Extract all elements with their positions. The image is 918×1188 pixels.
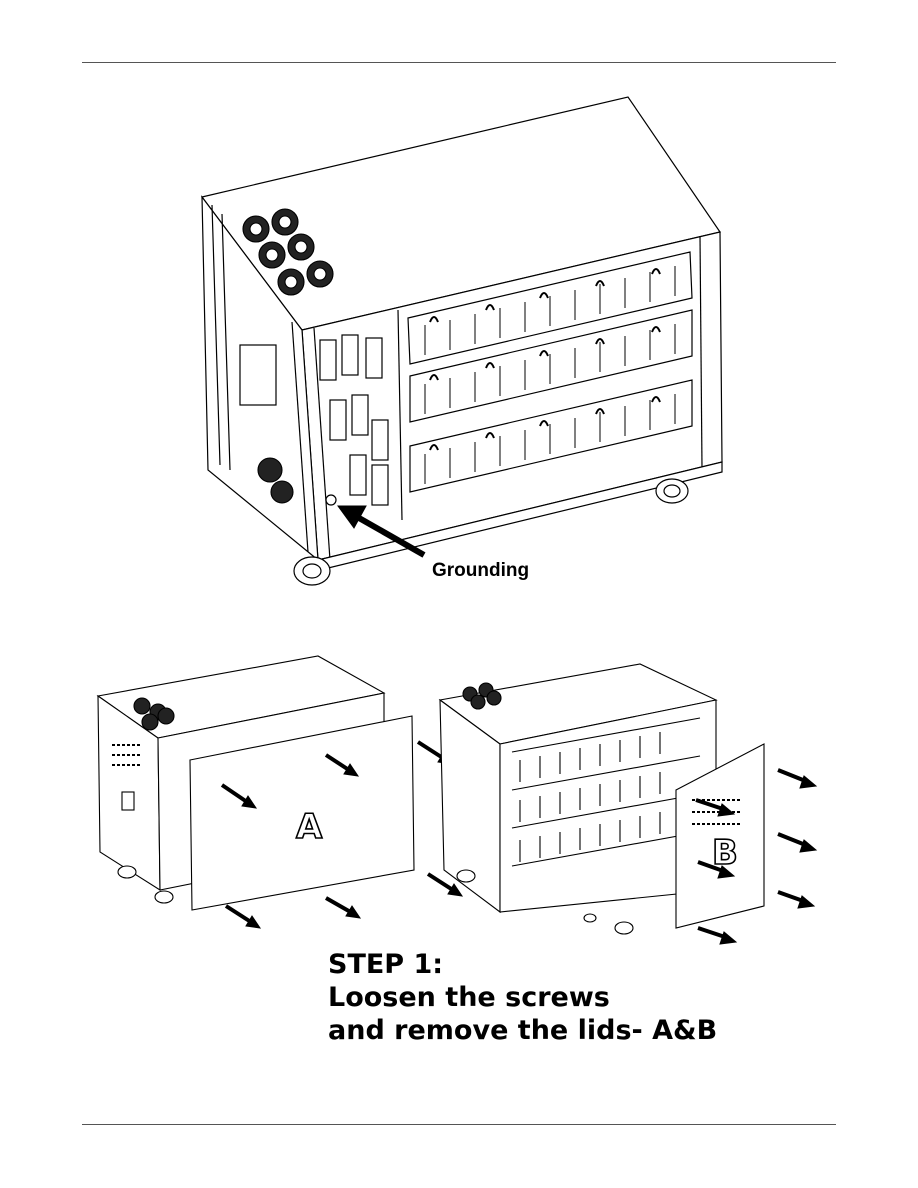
footer-rule [82, 1124, 836, 1125]
screw-arrow-icons-a [220, 740, 464, 929]
lid-a-label: A [296, 807, 323, 847]
lid-b-panel [675, 743, 765, 929]
lid-b-label: B [712, 833, 738, 873]
step-line-1: Loosen the screws [328, 982, 610, 1013]
header-rule [82, 62, 836, 63]
grounding-arrow-icon [337, 505, 426, 558]
step-title: STEP 1: [328, 949, 444, 980]
lid-a-panel [189, 715, 415, 911]
grounding-terminal [325, 494, 337, 506]
step-instruction: STEP 1: Loosen the screws and remove the… [328, 948, 717, 1047]
step-line-2: and remove the lids- A&B [328, 1015, 718, 1046]
caster-wheels [293, 478, 689, 586]
breaker-blocks [239, 334, 389, 506]
battery-shelves [407, 251, 693, 493]
fan-icon-group [242, 208, 334, 504]
right-cabinet [438, 663, 718, 935]
screw-arrow-icons-b [695, 768, 818, 945]
grounding-label: Grounding [432, 560, 530, 581]
